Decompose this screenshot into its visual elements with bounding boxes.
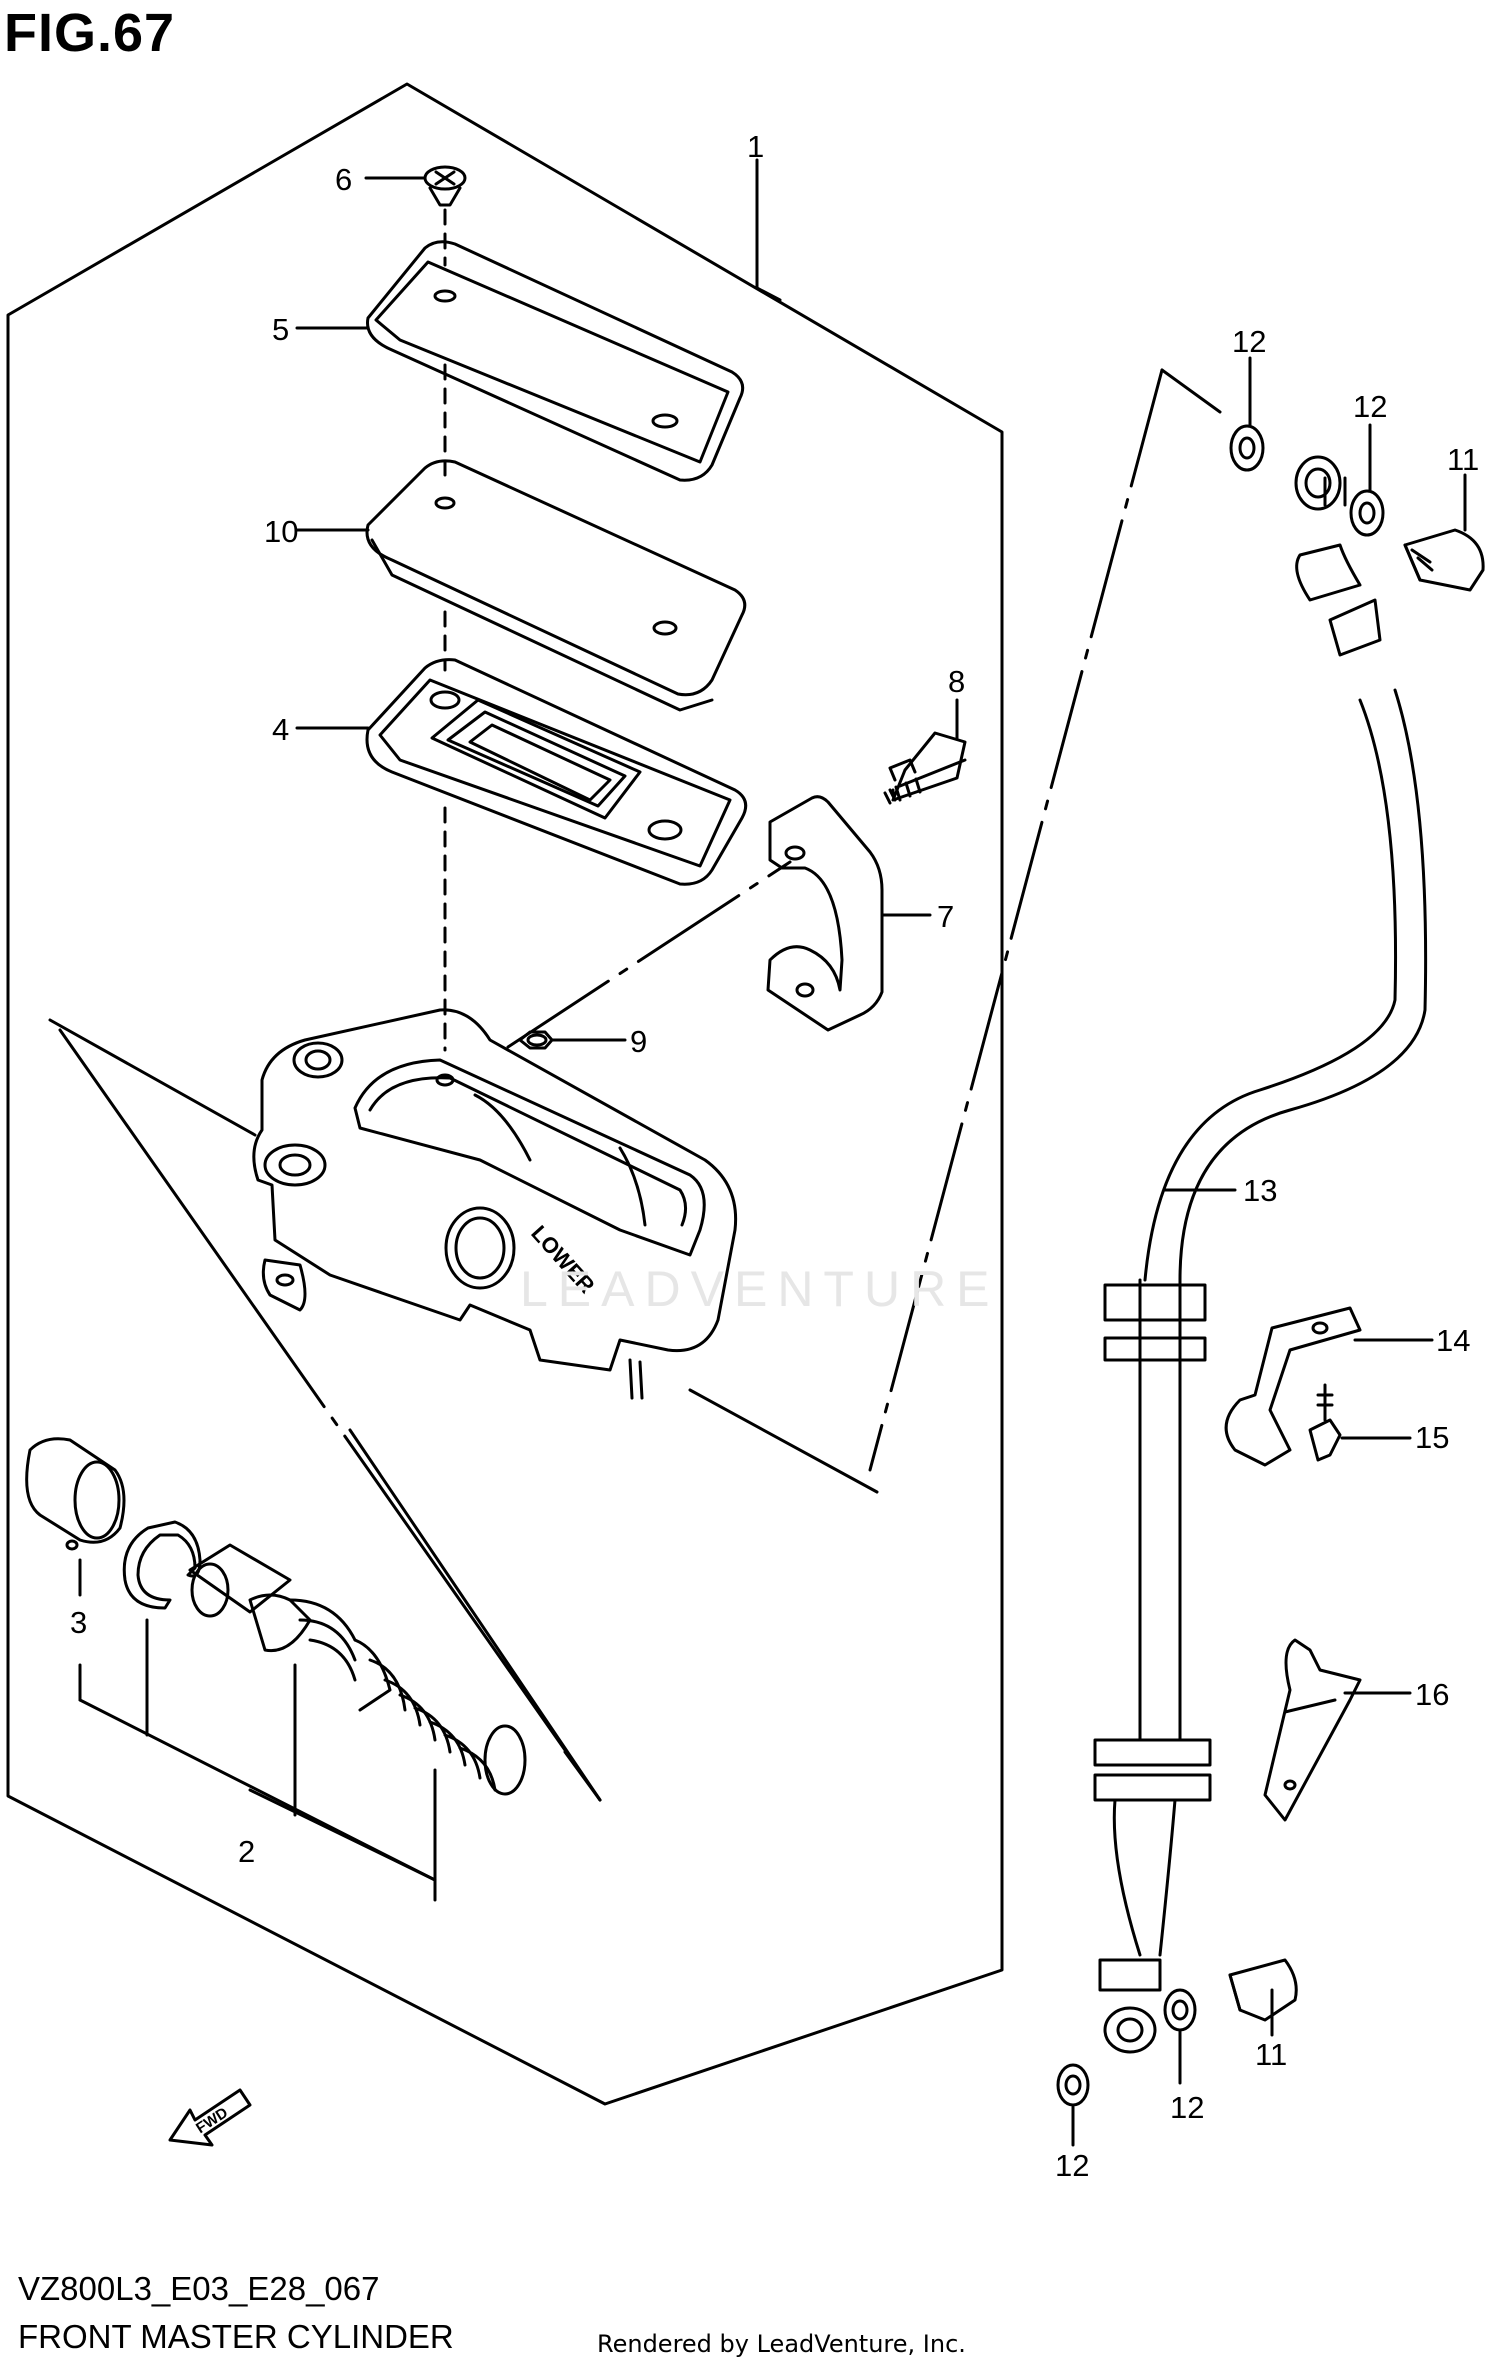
hose-clamp-bracket-drawing <box>1224 1306 1362 1467</box>
boot-drawing <box>25 1437 126 1551</box>
assembly-frame <box>6 82 1004 2106</box>
callout-12d: 12 <box>1055 2148 1089 2183</box>
callout-4: 4 <box>272 712 289 747</box>
diagram-name: FRONT MASTER CYLINDER <box>18 2318 454 2355</box>
callout-13: 13 <box>1243 1173 1277 1208</box>
union-bolt-drawings <box>1228 528 1485 2022</box>
callout-5: 5 <box>272 312 289 347</box>
plate-drawing <box>365 459 747 712</box>
assembly-edge-line <box>48 1018 257 1137</box>
callout-12c: 12 <box>1170 2090 1204 2125</box>
callout-3: 3 <box>70 1605 87 1640</box>
callout-7: 7 <box>937 899 954 934</box>
callout-9: 9 <box>630 1024 647 1059</box>
rendered-by-credit: Rendered by LeadVenture, Inc. <box>597 2330 966 2358</box>
cap-screw-drawing <box>423 165 467 207</box>
assembly-edge-line-2 <box>688 1388 879 1494</box>
callout-2: 2 <box>238 1834 255 1869</box>
master-cylinder-body-drawing <box>252 1008 738 1400</box>
callout-11b: 11 <box>1255 2037 1287 2072</box>
assembly-edge-line-3 <box>58 1028 602 1802</box>
brake-hose-drawing <box>1093 455 1428 2054</box>
circlip-drawing <box>122 1520 202 1610</box>
piston-spring-drawing <box>188 1543 527 1796</box>
holder-bolt-drawing <box>883 731 967 805</box>
callout-14: 14 <box>1436 1323 1470 1358</box>
hose-clamp-drawing <box>1263 1638 1362 1822</box>
callout-8: 8 <box>948 664 965 699</box>
callout-11a: 11 <box>1447 442 1479 477</box>
diagram-code: VZ800L3_E03_E28_067 <box>18 2270 380 2307</box>
callout-12a: 12 <box>1232 324 1266 359</box>
diaphragm-drawing <box>365 658 748 886</box>
gasket-drawings <box>1056 424 1385 2107</box>
callout-1: 1 <box>747 129 764 164</box>
assembly-edge-line-4 <box>348 1428 602 1802</box>
callout-10: 10 <box>264 514 298 549</box>
washer-drawing <box>518 1030 554 1050</box>
reservoir-cap-drawing <box>366 240 745 482</box>
watermark-text: LEADVENTURE <box>520 1261 1000 1317</box>
fwd-arrow-drawing <box>168 2088 252 2147</box>
callout-15: 15 <box>1415 1420 1449 1455</box>
clamp-bolt-drawing <box>1308 1383 1342 1462</box>
callout-12b: 12 <box>1353 389 1387 424</box>
holder-drawing <box>766 795 884 1032</box>
callout-16: 16 <box>1415 1677 1449 1712</box>
assembly-edge-line-5 <box>563 1750 602 1802</box>
figure-title: FIG.67 <box>4 3 176 63</box>
callout-6: 6 <box>335 162 352 197</box>
